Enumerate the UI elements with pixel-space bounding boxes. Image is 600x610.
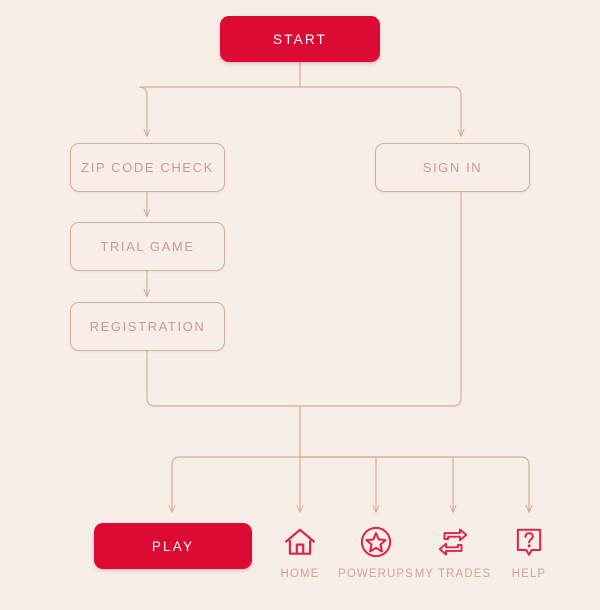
nav-item-powerups[interactable]: POWERUPS [336, 525, 416, 580]
node-start-label: START [272, 31, 327, 47]
wire-fanout-to-mytrades [300, 456, 457, 513]
wire-signin-to-merge [300, 192, 462, 407]
wire-start-to-signin [300, 86, 465, 137]
nav-item-my-trades-label: MY TRADES [414, 568, 492, 580]
home-icon [285, 528, 315, 555]
node-start[interactable]: START [220, 16, 380, 62]
node-play-label: PLAY [151, 538, 195, 554]
nav-item-home-label: HOME [280, 568, 320, 580]
nav-item-my-trades[interactable]: MY TRADES [413, 525, 493, 580]
swap-arrows-icon [438, 528, 468, 556]
wire-fanout-to-help [300, 456, 533, 513]
node-trial-game[interactable]: TRIAL GAME [70, 222, 225, 271]
star-circle-icon [360, 526, 392, 558]
wire-registration-to-merge [146, 351, 300, 407]
node-trial-game-label: TRIAL GAME [100, 239, 195, 254]
nav-item-home[interactable]: HOME [260, 525, 340, 580]
node-sign-in[interactable]: SIGN IN [375, 143, 530, 192]
nav-item-help-label: HELP [511, 568, 547, 580]
node-sign-in-label: SIGN IN [422, 160, 483, 175]
node-zip-code-check[interactable]: ZIP CODE CHECK [70, 143, 225, 192]
node-registration[interactable]: REGISTRATION [70, 302, 225, 351]
wire-start-to-zip [138, 86, 300, 137]
nav-item-help[interactable]: HELP [489, 525, 569, 580]
wire-fanout-to-powerups [300, 456, 380, 513]
question-bubble-icon [516, 528, 542, 556]
wire-fanout-to-play [168, 456, 300, 513]
node-registration-label: REGISTRATION [89, 319, 206, 334]
node-play[interactable]: PLAY [94, 523, 252, 569]
node-zip-code-check-label: ZIP CODE CHECK [81, 160, 214, 175]
nav-item-powerups-label: POWERUPS [338, 568, 414, 580]
